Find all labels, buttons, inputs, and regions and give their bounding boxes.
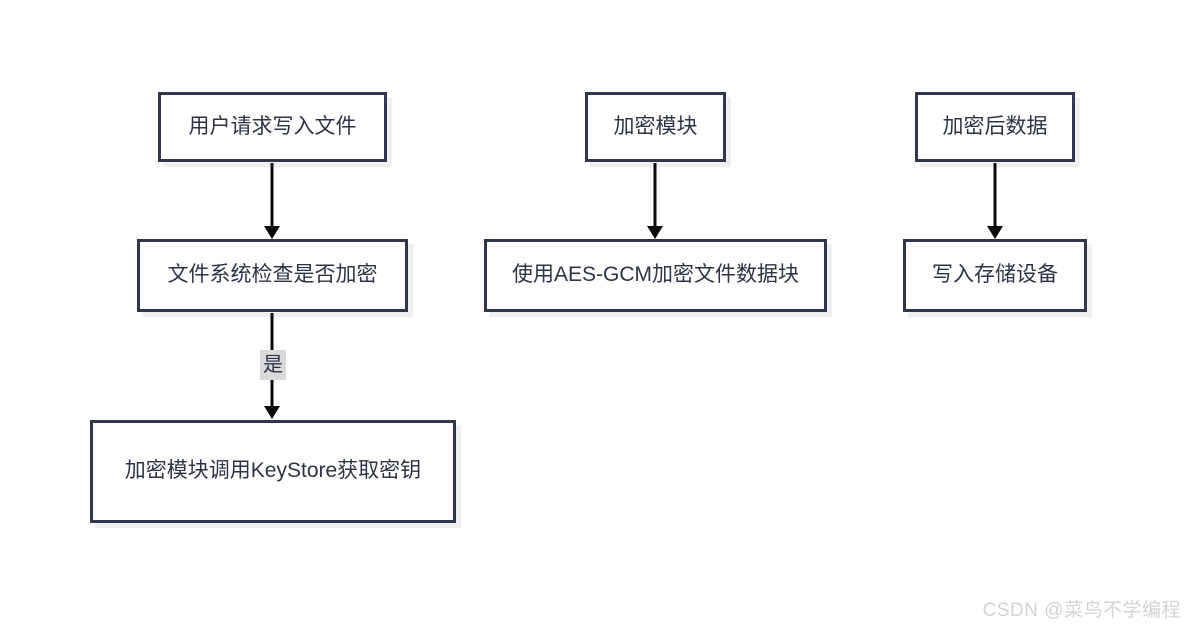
- node-keystore-fetch-key: 加密模块调用KeyStore获取密钥: [90, 420, 456, 523]
- node-fs-encryption-check-label: 文件系统检查是否加密: [167, 263, 378, 287]
- arrowhead-icon: [647, 226, 663, 239]
- node-user-write-request-label: 用户请求写入文件: [188, 114, 357, 138]
- node-aes-gcm-encrypt: 使用AES-GCM加密文件数据块: [484, 239, 827, 312]
- node-aes-gcm-encrypt-label: 使用AES-GCM加密文件数据块: [511, 263, 799, 287]
- csdn-watermark: CSDN @菜鸟不学编程: [982, 600, 1181, 621]
- node-encryption-module: 加密模块: [585, 92, 726, 162]
- arrow-shaft: [993, 163, 997, 228]
- arrow-shaft: [270, 163, 274, 228]
- node-keystore-fetch-key-label: 加密模块调用KeyStore获取密钥: [124, 459, 422, 483]
- arrowhead-icon: [264, 406, 280, 419]
- arrowhead-icon: [264, 226, 280, 239]
- arrow-down-icon: [264, 163, 280, 239]
- arrow-shaft: [653, 163, 657, 228]
- arrowhead-icon: [987, 226, 1003, 239]
- node-write-storage: 写入存储设备: [903, 239, 1087, 312]
- edge-label-yes: 是: [260, 350, 286, 380]
- node-encryption-module-label: 加密模块: [613, 114, 698, 138]
- node-encrypted-data: 加密后数据: [915, 92, 1075, 162]
- node-write-storage-label: 写入存储设备: [932, 263, 1058, 287]
- node-fs-encryption-check: 文件系统检查是否加密: [137, 239, 408, 312]
- node-user-write-request: 用户请求写入文件: [158, 92, 387, 162]
- arrow-down-icon: [987, 163, 1003, 239]
- node-encrypted-data-label: 加密后数据: [942, 114, 1048, 138]
- arrow-down-icon: [647, 163, 663, 239]
